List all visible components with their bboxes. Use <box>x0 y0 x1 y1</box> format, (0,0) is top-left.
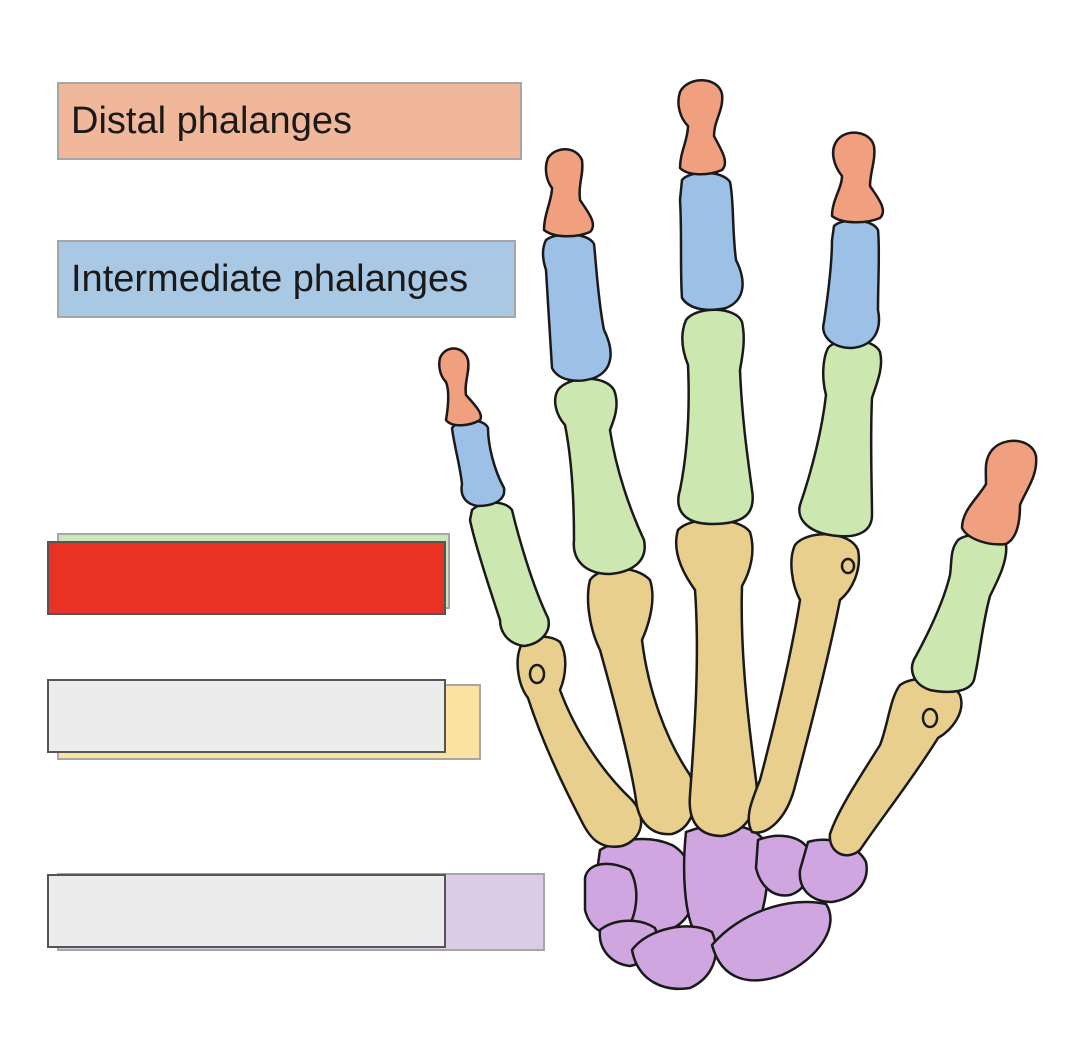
intermediate-phalanx-ring <box>541 233 612 382</box>
metacarpal-index <box>747 533 861 834</box>
proximal-phalanx-pinky <box>468 501 551 648</box>
proximal-phalanx-thumb <box>910 533 1008 694</box>
intermediate-phalanx-pinky <box>450 419 506 508</box>
distal-phalanx-ring <box>542 148 595 238</box>
distal-phalanx-middle <box>677 79 727 176</box>
metacarpal-pinky <box>516 635 643 849</box>
metacarpal-thumb <box>828 677 963 857</box>
proximal-phalanges <box>468 308 1008 694</box>
proximal-phalanx-middle <box>677 308 754 526</box>
intermediate-phalanges <box>450 171 881 508</box>
proximal-phalanx-index <box>798 338 883 538</box>
metacarpal-bones <box>516 518 963 857</box>
intermediate-phalanx-middle <box>678 171 744 312</box>
proximal-phalanx-ring <box>553 377 646 576</box>
distal-phalanges-text: Distal phalanges <box>71 99 352 142</box>
intermediate-phalanx-index <box>821 219 881 350</box>
distal-phalanx-thumb <box>960 439 1038 546</box>
metacarpal-tubercle <box>528 663 546 685</box>
answer-box-empty[interactable] <box>47 679 446 753</box>
distal-phalanx-pinky <box>438 347 483 427</box>
carpal-bone <box>583 862 638 936</box>
distal-phalanx-index <box>830 131 885 224</box>
answer-box-selected[interactable] <box>47 541 446 615</box>
metacarpal-tubercle <box>921 707 939 729</box>
carpal-bone <box>630 925 718 991</box>
distal-phalanges <box>438 79 1038 546</box>
carpal-bones <box>583 823 868 991</box>
answer-box-empty[interactable] <box>47 874 446 948</box>
carpal-bone <box>710 900 832 982</box>
intermediate-phalanges-label: Intermediate phalanges <box>57 240 516 318</box>
distal-phalanges-label: Distal phalanges <box>57 82 522 160</box>
intermediate-phalanges-text: Intermediate phalanges <box>71 257 469 300</box>
metacarpal-tubercle <box>840 557 856 575</box>
